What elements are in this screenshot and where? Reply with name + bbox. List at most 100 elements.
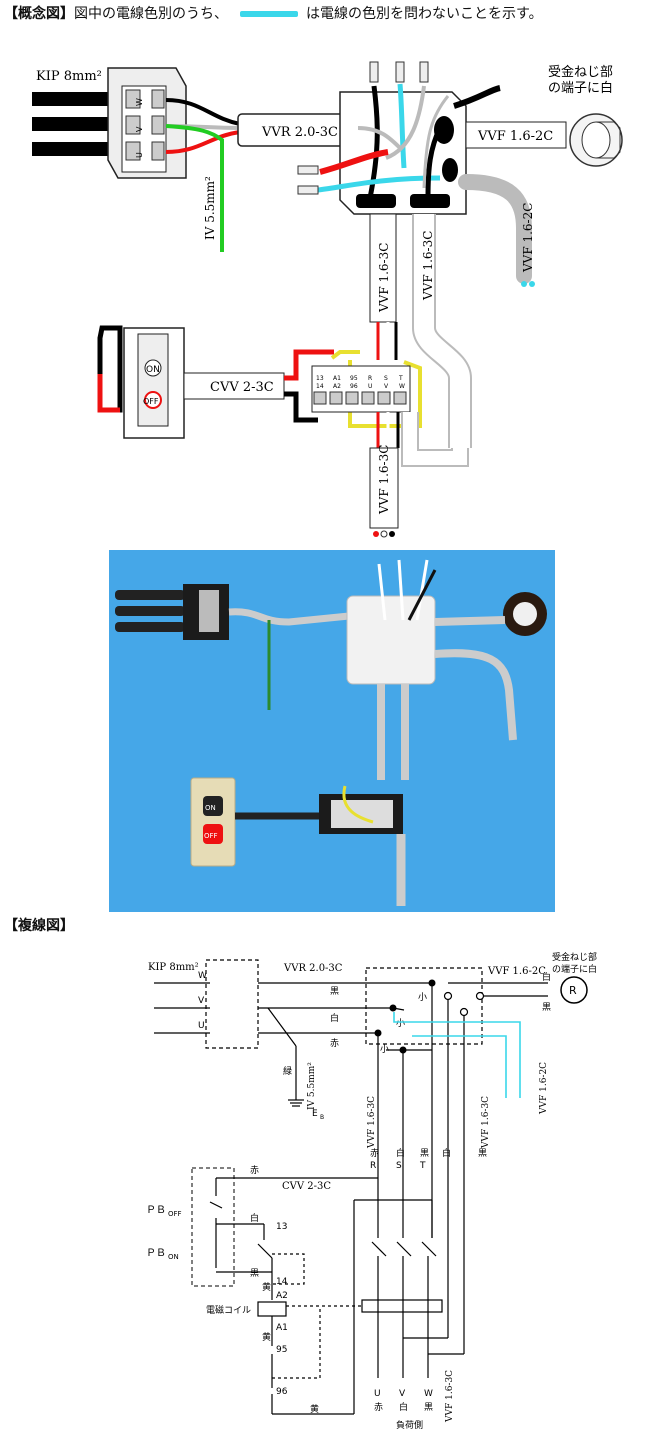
- w-black-t: 黒: [420, 1148, 429, 1159]
- w-pb-off-sub: OFF: [168, 1210, 182, 1218]
- w-socket-1: 受金ねじ部: [552, 951, 597, 963]
- vvf2c-cable: [465, 121, 567, 149]
- lamp-socket: [569, 113, 623, 167]
- w-white-3: 白: [442, 1147, 451, 1159]
- control-circuit: [209, 1177, 443, 1415]
- concept-note-1: 図中の電線色別のうち、: [74, 6, 228, 22]
- w-lamp-r: R: [569, 984, 577, 997]
- w-pb-on-sub: ON: [168, 1253, 179, 1261]
- term-a1: A1: [333, 375, 341, 382]
- junction-dots: [374, 979, 436, 1054]
- w-yellow-2: 黄: [262, 1331, 271, 1343]
- photo-on: ON: [205, 804, 216, 812]
- w-vvf2c-label: VVF 1.6-2C: [487, 966, 546, 977]
- concept-note-2: は電線の色別を問わないことを示す。: [306, 6, 543, 22]
- w-iv: IV 5.5mm²: [307, 1062, 317, 1110]
- concept-title: 【概念図】: [4, 6, 74, 22]
- w-cvv: CVV 2-3C: [282, 1181, 331, 1192]
- vvf2c-branch: [458, 174, 532, 284]
- push-button-box: ON OFF: [97, 325, 185, 439]
- w-14: 14: [276, 1277, 288, 1287]
- w-load: 負荷側: [396, 1419, 423, 1431]
- incoming-lines: [154, 959, 483, 1107]
- w-pb-off: ＰＢ: [146, 1205, 166, 1216]
- term-u: U: [368, 383, 372, 390]
- w-coil: 電磁コイル: [206, 1304, 251, 1316]
- tb-w-label: W: [135, 98, 144, 106]
- w-socket-2: の端子に白: [552, 963, 597, 975]
- cyan-wires: [393, 1012, 521, 1098]
- kip-label: KIP 8mm²: [36, 69, 102, 84]
- w-13: 13: [276, 1222, 287, 1232]
- w-small-2: 小: [396, 1018, 405, 1029]
- iv-label: IV 5.5mm²: [203, 176, 217, 240]
- w-red-u: 赤: [374, 1402, 383, 1413]
- w-black-2: 黒: [542, 1002, 551, 1013]
- w-vvf2c-v: VVF 1.6-2C: [539, 1062, 549, 1115]
- cvv-cable: [183, 372, 285, 400]
- vvf3c-cable-a: [369, 213, 397, 323]
- w-yellow-1: 黄: [262, 1281, 271, 1293]
- w-small-3: 小: [380, 1044, 389, 1055]
- term-14: 14: [316, 383, 324, 390]
- w-vvr-label: VVR 2.0-3C: [283, 963, 343, 974]
- w-S: S: [396, 1161, 402, 1171]
- w-a2: A2: [276, 1291, 288, 1301]
- term-a2: A2: [333, 383, 341, 390]
- socket-feed: [453, 85, 501, 109]
- w-R: R: [370, 1161, 376, 1171]
- w-eb: E: [312, 1109, 318, 1119]
- w-white-c: 白: [250, 1212, 259, 1224]
- vvf3c-label-c: VVF 1.6-3C: [377, 445, 391, 515]
- term-r: R: [368, 375, 372, 382]
- vvf2c-label: VVF 1.6-2C: [477, 129, 553, 144]
- w-red-1: 赤: [330, 1038, 339, 1049]
- term-s: S: [384, 375, 388, 382]
- socket-note-1: 受金ねじ部: [548, 64, 613, 80]
- concept-header: 【概念図】図中の電線色別のうち、 は電線の色別を問わないことを示す。: [4, 6, 543, 22]
- w-red-c: 赤: [250, 1165, 259, 1176]
- vvr-wires: [165, 98, 241, 252]
- photo-illustration: ON OFF: [109, 550, 555, 912]
- w-kip-label: KIP 8mm²: [148, 962, 199, 973]
- term-95: 95: [350, 375, 358, 382]
- concept-diagram: KIP 8mm² W V U VVR 2.0-3C IV 5.5mm²: [32, 61, 623, 538]
- w-vvf3c-1: VVF 1.6-3C: [367, 1096, 377, 1149]
- w-W: W: [424, 1389, 433, 1399]
- assembly-photo: ON OFF: [109, 550, 555, 912]
- term-v: V: [384, 383, 389, 390]
- lamp-symbol: [560, 976, 588, 1004]
- tb-u-label: U: [135, 152, 144, 158]
- w-pb-on: ＰＢ: [146, 1248, 166, 1259]
- term-t: T: [398, 375, 403, 382]
- w-white-2: 白: [542, 971, 551, 983]
- w-v: V: [198, 996, 205, 1006]
- w-96: 96: [276, 1387, 288, 1397]
- main-contacts: [371, 1178, 465, 1378]
- w-black-w: 黒: [424, 1402, 433, 1413]
- w-U: U: [374, 1389, 381, 1399]
- terminal-block: W V U: [107, 67, 187, 179]
- on-label: ON: [146, 365, 160, 375]
- magnetic-switch-terminals: 13 A1 95 R S T 14 A2 96 U V W: [311, 365, 411, 413]
- w-V: V: [399, 1389, 406, 1399]
- w-white-s: 白: [396, 1147, 405, 1159]
- term-96: 96: [350, 383, 358, 390]
- w-95: 95: [276, 1345, 287, 1355]
- w-vvf3c-3: VVF 1.6-3C: [445, 1370, 455, 1423]
- w-small-1: 小: [418, 992, 427, 1003]
- w-white-v: 白: [399, 1401, 408, 1413]
- vvf3c-label-b: VVF 1.6-3C: [421, 231, 435, 301]
- cvv-label: CVV 2-3C: [210, 380, 274, 395]
- w-vvf3c-2: VVF 1.6-3C: [481, 1096, 491, 1149]
- term-w: W: [399, 383, 405, 390]
- term-13: 13: [316, 375, 324, 382]
- w-red-r: 赤: [370, 1148, 379, 1159]
- w-a1: A1: [276, 1323, 288, 1333]
- w-w: W: [198, 971, 207, 981]
- photo-off: OFF: [204, 832, 218, 840]
- w-green: 緑: [283, 1065, 292, 1077]
- kip-cables: [32, 92, 120, 156]
- tb-v-label: V: [135, 126, 144, 132]
- w-black-c: 黒: [250, 1268, 259, 1279]
